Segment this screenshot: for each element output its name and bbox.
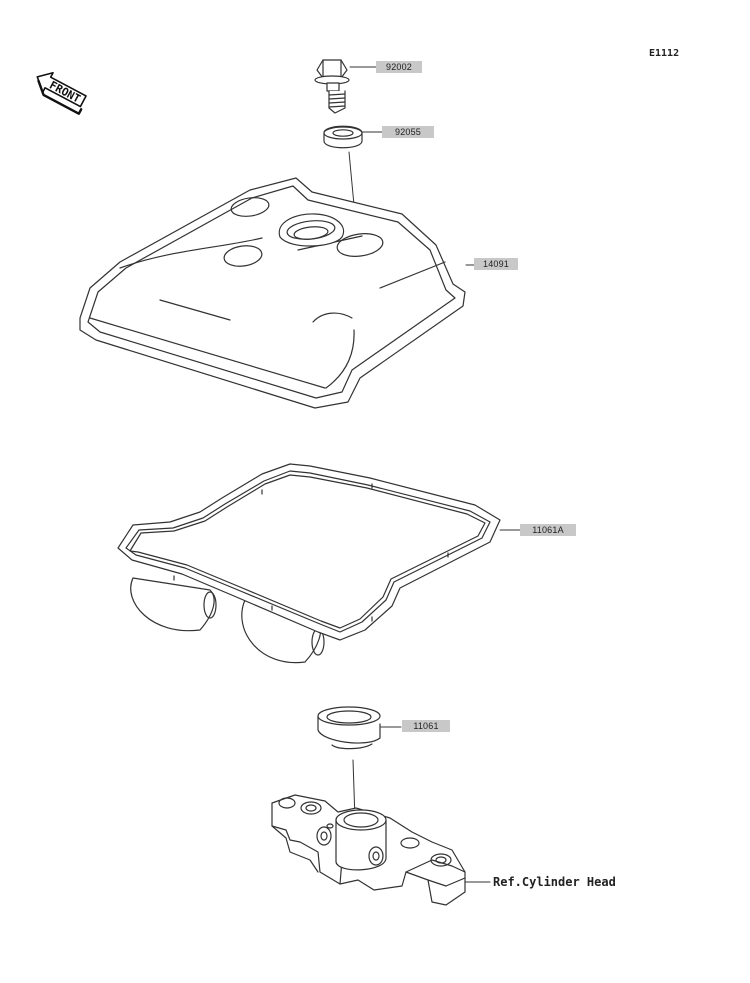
cylinder-head-cover-14091 [79,177,475,409]
part-label-92002: 92002 [376,61,422,73]
part-label-92055: 92055 [382,126,434,138]
front-arrow-icon: FRONT [36,71,87,115]
front-label: FRONT [47,79,83,106]
part-label-14091: 14091 [474,258,518,270]
seal-11061 [317,706,402,821]
reference-label: Ref.Cylinder Head [493,875,616,889]
washer-92055 [323,125,383,238]
part-label-11061a: 11061A [520,524,576,536]
drawing-id: E1112 [649,48,680,59]
part-label-11061: 11061 [402,720,450,732]
gasket-11061a [117,463,521,664]
cylinder-head [271,794,491,906]
bolt-92002 [314,59,377,114]
